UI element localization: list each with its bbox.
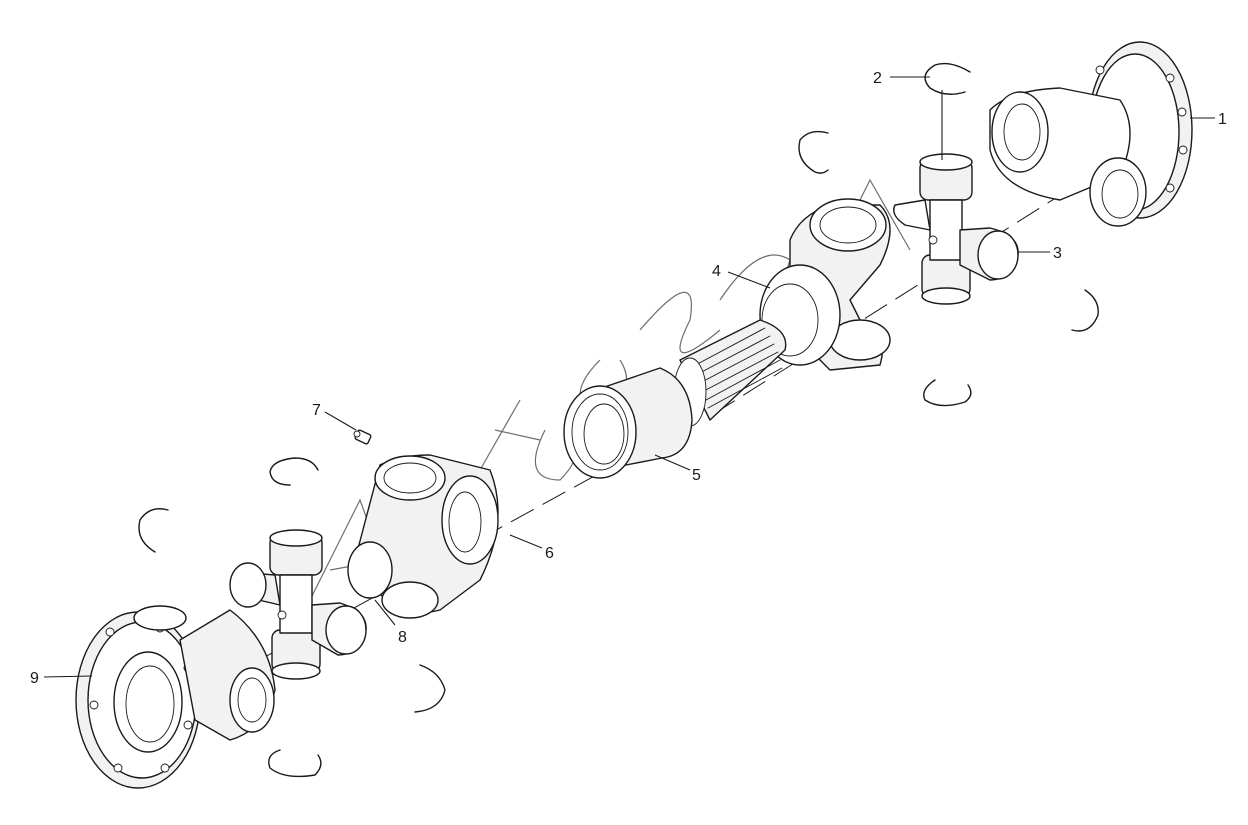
- callout-7: 7: [312, 402, 321, 419]
- part-9-flange-yoke: [75, 605, 276, 789]
- callout-6: 6: [545, 545, 554, 562]
- part-3-universal-joint-top: [893, 153, 1019, 305]
- snap-rings-bottom: [138, 457, 446, 778]
- callout-3: 3: [1053, 245, 1062, 262]
- part-1-flange-yoke: [989, 41, 1193, 227]
- part-6-tube-yoke: [347, 454, 499, 619]
- part-5-sleeve: [563, 367, 693, 479]
- callout-2: 2: [873, 70, 882, 87]
- callout-8: 8: [398, 629, 407, 646]
- callout-4: 4: [712, 263, 721, 280]
- part-2-snap-rings: [798, 62, 1099, 407]
- callout-9: 9: [30, 670, 39, 687]
- callout-5: 5: [692, 467, 701, 484]
- leader-lines: [43, 76, 1215, 678]
- part-7-grease-fitting: [353, 429, 372, 445]
- part-8-universal-joint-bottom: [229, 529, 367, 680]
- callouts: 1 2 3 4 5 6 7 8 9: [30, 70, 1227, 687]
- part-4-slip-yoke: [673, 198, 891, 427]
- callout-1: 1: [1218, 111, 1227, 128]
